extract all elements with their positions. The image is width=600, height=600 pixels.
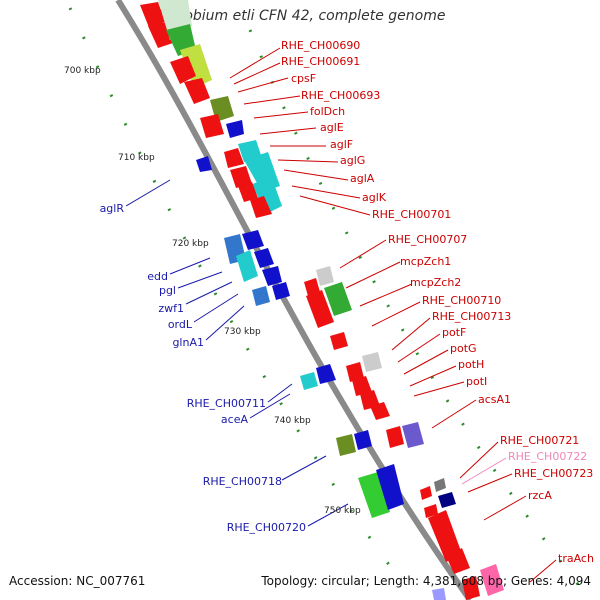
scale-label: 700 kbp (64, 66, 101, 76)
tick-dots-outer (248, 29, 592, 600)
accession-text: Accession: NC_007761 (9, 574, 146, 588)
gene-label[interactable]: RHE_CH00723 (514, 467, 593, 480)
scale-label: 740 kbp (274, 416, 311, 426)
gene-label[interactable]: edd (147, 270, 168, 283)
gene-label-faded[interactable]: RHE_CH00722 (508, 450, 587, 463)
gene-label[interactable]: RHE_CH00707 (388, 233, 467, 246)
gene-label[interactable]: potG (450, 342, 477, 355)
gene-label[interactable]: aglF (330, 138, 353, 151)
gene-label[interactable]: aglR (100, 202, 125, 215)
reverse-leader-lines (125, 179, 349, 527)
gene-block-cluster-bottom (420, 478, 504, 600)
gene-label[interactable]: RHE_CH00710 (422, 294, 501, 307)
gene-label[interactable]: aglA (350, 172, 375, 185)
gene-label[interactable]: potH (458, 358, 484, 371)
genome-backbone (115, 0, 473, 600)
gene-label[interactable]: cpsF (291, 72, 316, 85)
gene-label[interactable]: mcpZch2 (410, 276, 461, 289)
gene-label[interactable]: folDch (310, 105, 345, 118)
scale-label: 720 kbp (172, 239, 209, 249)
gene-block-cluster-pot (300, 352, 390, 420)
gene-label[interactable]: RHE_CH00713 (432, 310, 511, 323)
scale-label: 710 kbp (118, 153, 155, 163)
gene-label[interactable]: glnA1 (172, 336, 204, 349)
gene-block-cluster-acs (336, 422, 424, 518)
gene-label[interactable]: aceA (221, 413, 249, 426)
gene-label[interactable]: RHE_CH00718 (203, 475, 282, 488)
forward-leader-lines (229, 47, 557, 583)
forward-gene-labels: RHE_CH00690 RHE_CH00691 cpsF RHE_CH00693… (281, 39, 594, 565)
gene-label[interactable]: RHE_CH00690 (281, 39, 360, 52)
scale-label: 750 kbp (324, 506, 361, 516)
gene-label[interactable]: RHE_CH00693 (301, 89, 380, 102)
gene-label[interactable]: potF (442, 326, 466, 339)
gene-label[interactable]: ordL (168, 318, 193, 331)
gene-label[interactable]: traAch (558, 552, 594, 565)
gene-label[interactable]: acsA1 (478, 393, 511, 406)
gene-label[interactable]: RHE_CH00701 (372, 208, 451, 221)
scale-label: 730 kbp (224, 327, 261, 337)
scale-labels: 700 kbp 710 kbp 720 kbp 730 kbp 740 kbp … (64, 66, 361, 516)
gene-block-cluster-agl (196, 140, 282, 218)
genome-summary-text: Topology: circular; Length: 4,381,608 bp… (261, 574, 591, 588)
gene-label[interactable]: zwf1 (158, 302, 184, 315)
gene-label[interactable]: rzcA (528, 489, 552, 502)
gene-label[interactable]: RHE_CH00711 (187, 397, 266, 410)
gene-block-cluster-edd (224, 230, 290, 306)
gene-label[interactable]: RHE_CH00720 (227, 521, 306, 534)
gene-label[interactable]: aglE (320, 121, 344, 134)
gene-label[interactable]: potI (466, 375, 487, 388)
gene-label[interactable]: mcpZch1 (400, 255, 451, 268)
gene-label[interactable]: aglK (362, 191, 387, 204)
reverse-gene-labels: aglR edd pgl zwf1 ordL glnA1 RHE_CH00711… (100, 202, 306, 534)
gene-label[interactable]: aglG (340, 154, 365, 167)
gene-block-cluster-mcp (304, 266, 352, 350)
map-title: Rhizobium etli CFN 42, complete genome (154, 8, 446, 24)
gene-label[interactable]: pgl (159, 284, 176, 297)
gene-label[interactable]: RHE_CH00721 (500, 434, 579, 447)
faded-leader-line (461, 457, 507, 485)
gene-block-cluster-top (140, 0, 244, 138)
gene-label[interactable]: RHE_CH00691 (281, 55, 360, 68)
